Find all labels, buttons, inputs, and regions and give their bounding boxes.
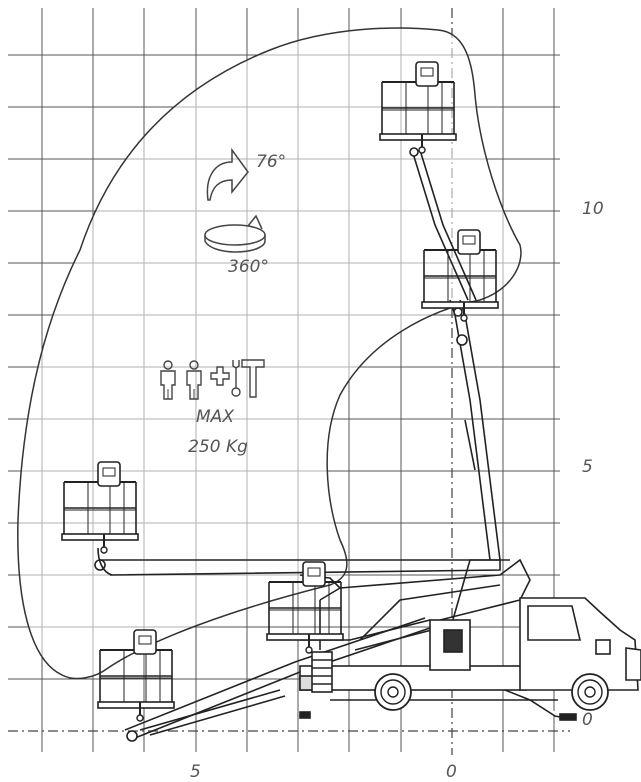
- max-label: MAX: [196, 407, 234, 427]
- x-axis-label-0: 0: [446, 762, 457, 782]
- slew-angle-label: 360°: [228, 257, 269, 277]
- rotation-arrow-icon: [204, 214, 266, 253]
- boom-structure: [94, 147, 531, 742]
- tilt-arrow-icon: [206, 147, 249, 201]
- hammer-icon: [241, 359, 265, 398]
- wrench-icon: [231, 360, 241, 397]
- plus-icon: [210, 366, 230, 386]
- truck-icon: [299, 597, 641, 721]
- tilt-angle-label: 76°: [256, 152, 287, 172]
- load-label: 250 Kg: [188, 437, 248, 457]
- y-axis-label-10: 10: [582, 199, 604, 219]
- y-axis-label-0: 0: [582, 710, 593, 730]
- y-axis-label-5: 5: [582, 457, 593, 477]
- working-envelope: [17, 27, 522, 680]
- x-axis-label-5: 5: [190, 762, 201, 782]
